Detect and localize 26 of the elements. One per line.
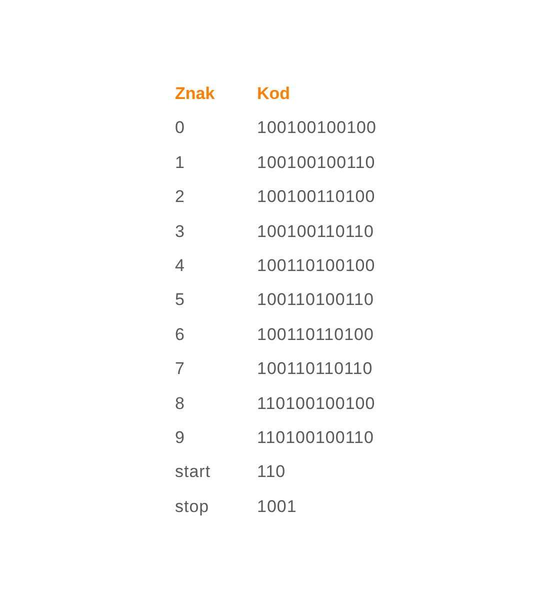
code-cell: 110100100110 [257, 428, 374, 448]
code-cell: 100110100110 [257, 290, 374, 310]
column-header: Znak [175, 84, 215, 104]
column-header: Kod [257, 84, 290, 104]
code-cell: 100100110110 [257, 222, 374, 242]
code-cell: 100110110100 [257, 324, 374, 345]
character-cell: 9 [175, 428, 185, 448]
code-cell: 110100100100 [257, 394, 376, 414]
character-cell: start [175, 462, 211, 482]
code-cell: 110 [257, 462, 286, 482]
character-cell: 0 [175, 118, 185, 138]
character-cell: 3 [175, 222, 185, 242]
code-cell: 100110100100 [257, 256, 376, 276]
character-cell: 4 [175, 256, 185, 276]
code-cell: 100100100110 [257, 152, 376, 173]
code-cell: 100100100100 [257, 118, 376, 138]
character-cell: 7 [175, 359, 185, 380]
character-cell: stop [175, 496, 210, 517]
character-cell: 1 [175, 152, 185, 173]
character-cell: 8 [175, 394, 185, 414]
code-cell: 1001 [257, 496, 297, 517]
code-cell: 100100110100 [257, 187, 376, 208]
character-cell: 5 [175, 290, 185, 310]
character-cell: 2 [175, 187, 185, 208]
character-cell: 6 [175, 324, 185, 345]
code-cell: 100110110110 [257, 359, 373, 380]
